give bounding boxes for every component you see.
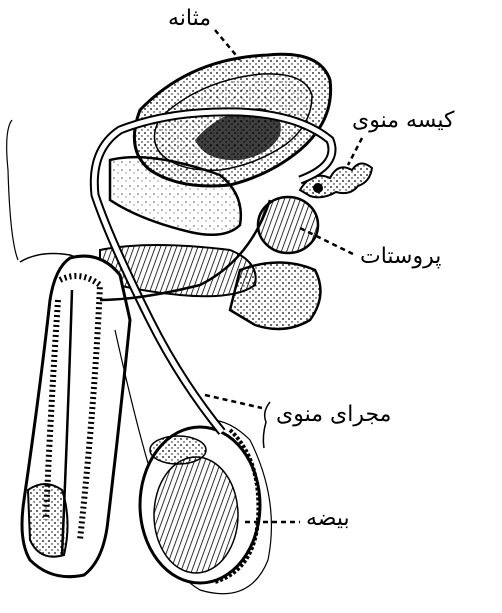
vas-deferens-leader — [205, 395, 262, 408]
bladder-label: مثانه — [168, 8, 211, 30]
vas-deferens-label: مجرای منوی — [276, 404, 391, 426]
body-outline — [7, 120, 18, 260]
penis — [22, 256, 130, 577]
testis — [140, 427, 260, 583]
bladder-leader — [215, 30, 240, 60]
seminal-vesicle — [300, 163, 372, 197]
testis-label: بیضه — [306, 508, 350, 530]
seminal-vesicle-label: کیسه منوی — [352, 110, 455, 132]
seminal-vesicle-leader — [348, 138, 362, 165]
vas-deferens-bracket — [263, 402, 270, 448]
prostate-label: پروستات — [360, 246, 441, 268]
